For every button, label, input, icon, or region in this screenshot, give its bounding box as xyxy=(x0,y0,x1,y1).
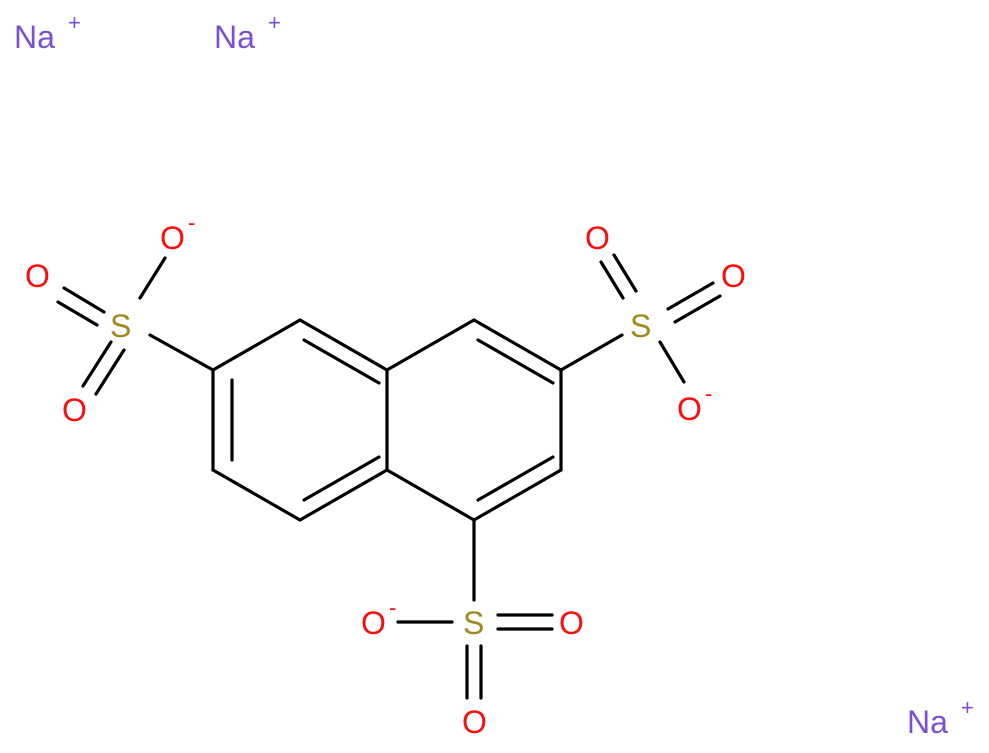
oxygen-left-top: O xyxy=(160,220,185,256)
sulfonate-bottom xyxy=(396,518,554,700)
bond-s-o-right-mid-b xyxy=(673,294,722,324)
oxygen-right-mid: O xyxy=(721,258,746,294)
bond-s-o-left-bot-b xyxy=(94,348,126,396)
sulfonate-right xyxy=(559,253,722,384)
oxygen-left-bot: O xyxy=(62,392,87,428)
bond-c1-c2 xyxy=(472,318,563,372)
bond-c4-c4a xyxy=(385,468,476,522)
sulfur-bottom: S xyxy=(463,605,484,641)
bond-s-o-left-mid-b xyxy=(56,300,99,327)
oxygen-left-mid: O xyxy=(25,258,50,294)
sodium-charge-2: + xyxy=(268,10,281,35)
oxygen-bottom-down: O xyxy=(462,704,487,740)
sodium-charge-1: + xyxy=(68,10,81,35)
bond-s-o-right-top-b xyxy=(612,253,638,293)
bond-c4a-c5 xyxy=(298,468,389,522)
bottom-sulfonate-atoms: S O - O O xyxy=(361,595,584,740)
bond-c7-c8 xyxy=(298,318,389,372)
oxygen-right-top: O xyxy=(585,220,610,256)
oxygen-bottom-left: O xyxy=(361,605,386,641)
bond-c8a-c1 xyxy=(385,318,476,372)
oxygen-bottom-right: O xyxy=(559,605,584,641)
oxygen-left-top-charge: - xyxy=(188,210,195,235)
bond-s-o-left-mid-a xyxy=(62,286,106,314)
bond-s-o-right-bot xyxy=(658,340,686,384)
bond-c6-s-left xyxy=(148,333,215,372)
sodium-ions: Na + Na + Na + xyxy=(14,10,974,740)
sodium-charge-3: + xyxy=(961,695,974,720)
bond-c4a-c5-inner xyxy=(302,455,381,502)
right-sulfonate-atoms: S O O O - xyxy=(585,220,746,427)
sodium-ion-3: Na xyxy=(907,704,948,740)
ring-bonds xyxy=(211,318,563,522)
bond-c1-c2-inner xyxy=(476,338,555,385)
oxygen-right-bot-charge: - xyxy=(705,381,712,406)
bond-c2-s-right xyxy=(559,333,624,372)
bond-s-o-right-top-a xyxy=(599,260,625,300)
sulfur-right: S xyxy=(630,308,651,344)
bond-c3-c4 xyxy=(472,468,563,522)
bond-c8-c8a-inner xyxy=(302,338,381,385)
sodium-ion-2: Na xyxy=(214,19,255,55)
sulfur-left: S xyxy=(110,308,131,344)
bond-s-o-left-top xyxy=(138,256,167,300)
oxygen-right-bot: O xyxy=(677,391,702,427)
bond-s-o-right-mid-a xyxy=(666,281,715,311)
bond-s-o-left-bot-a xyxy=(81,340,113,388)
left-sulfonate-atoms: S O - O O xyxy=(25,210,195,428)
sodium-ion-1: Na xyxy=(14,19,55,55)
bond-c3-c4-inner xyxy=(476,455,555,502)
oxygen-bottom-left-charge: - xyxy=(389,595,396,620)
bond-c7-c8-top xyxy=(211,318,302,372)
bond-c5-c6 xyxy=(211,468,302,522)
sulfonate-left xyxy=(56,256,215,396)
